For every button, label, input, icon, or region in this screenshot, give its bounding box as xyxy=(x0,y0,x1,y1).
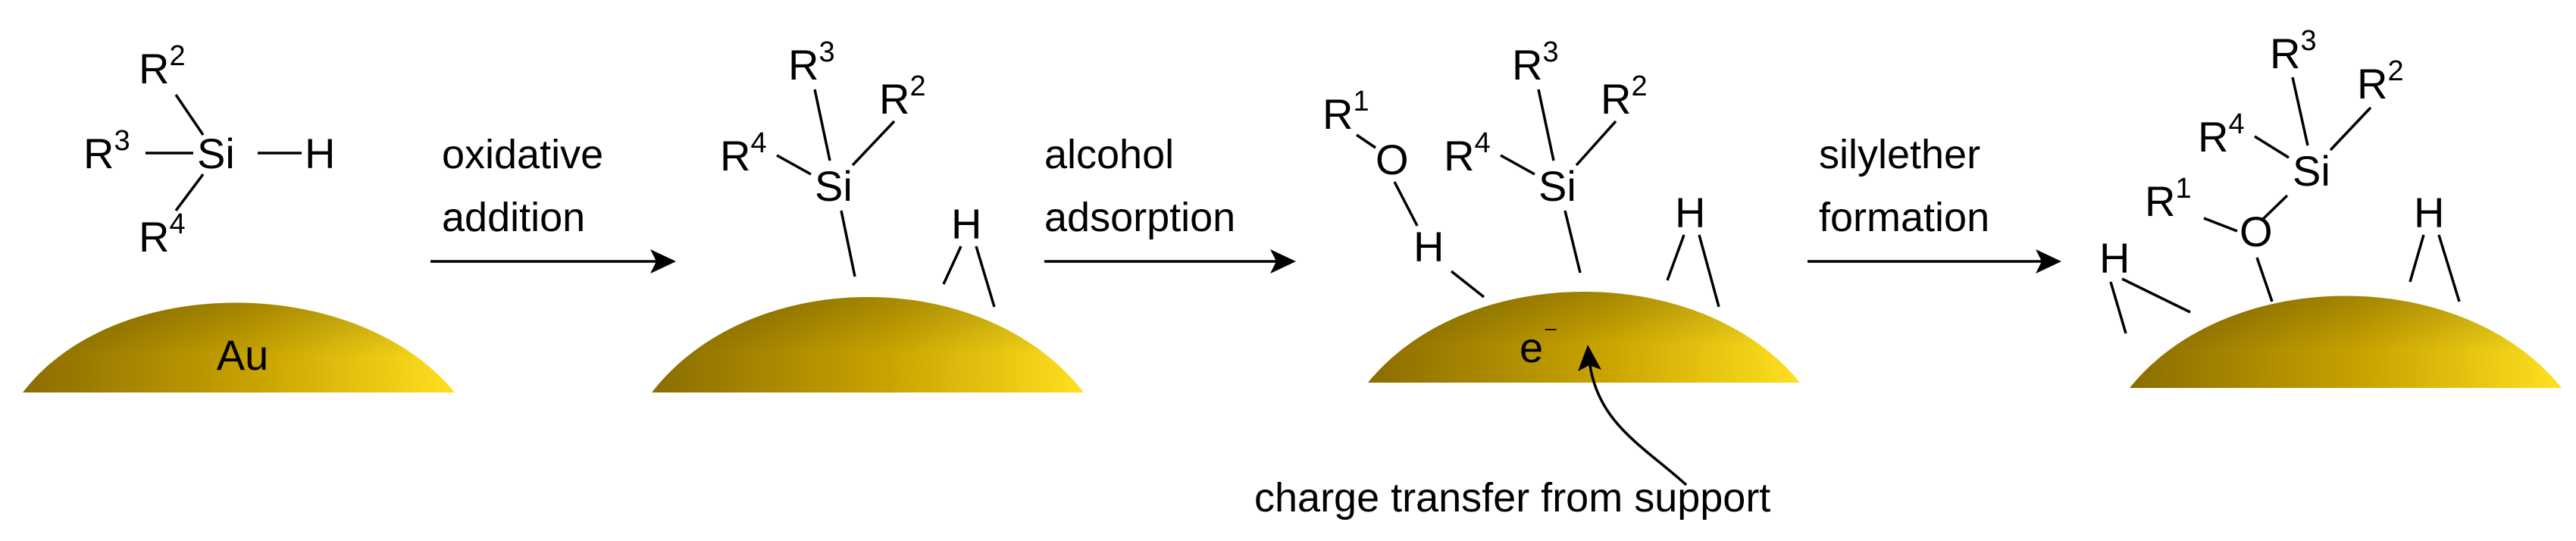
svg-text:R3: R3 xyxy=(83,125,130,177)
silylether-product: R3 R2 R4 Si R1 O H H xyxy=(2099,25,2461,334)
svg-text:addition: addition xyxy=(442,195,585,240)
svg-text:H: H xyxy=(1675,189,1705,236)
svg-text:formation: formation xyxy=(1819,195,1989,240)
electron-label: e⁻ xyxy=(1520,319,1558,371)
step-silylether-formation: silylether formation xyxy=(1808,132,2061,274)
svg-text:silylether: silylether xyxy=(1819,132,1980,177)
svg-text:Si: Si xyxy=(2293,147,2330,195)
svg-text:R2: R2 xyxy=(2357,55,2404,108)
charge-transfer-note: charge transfer from support xyxy=(1254,475,1770,521)
step-oxidative-addition: oxidative addition xyxy=(430,132,676,274)
svg-text:R2: R2 xyxy=(879,70,926,123)
svg-text:Si: Si xyxy=(815,162,853,210)
gold-label: Au xyxy=(217,331,269,379)
svg-text:O: O xyxy=(1376,136,1409,183)
adsorbed-silyl: R3 R2 R4 Si H xyxy=(720,36,996,308)
svg-text:Si: Si xyxy=(1538,162,1576,210)
svg-text:R4: R4 xyxy=(1444,127,1491,180)
svg-text:H: H xyxy=(1413,223,1444,270)
gold-surface-4 xyxy=(2130,296,2562,388)
svg-text:R1: R1 xyxy=(1322,86,1369,138)
svg-text:R4: R4 xyxy=(2198,108,2245,161)
svg-text:H: H xyxy=(305,130,335,177)
svg-text:R2: R2 xyxy=(1601,70,1648,123)
svg-text:R2: R2 xyxy=(139,40,186,92)
silane-molecule: R2 R3 Si H R4 xyxy=(83,40,335,261)
svg-text:adsorption: adsorption xyxy=(1044,195,1235,240)
svg-text:H: H xyxy=(2414,189,2444,236)
svg-text:R4: R4 xyxy=(720,127,767,180)
svg-text:R3: R3 xyxy=(1512,36,1559,89)
svg-text:R1: R1 xyxy=(2145,173,2192,225)
svg-text:alcohol: alcohol xyxy=(1044,132,1174,177)
gold-surface-2 xyxy=(652,297,1084,392)
svg-text:R3: R3 xyxy=(788,36,835,89)
gold-surface-3 xyxy=(1368,292,1800,383)
svg-text:H: H xyxy=(951,200,981,248)
svg-text:oxidative: oxidative xyxy=(442,132,603,177)
svg-text:R3: R3 xyxy=(2270,25,2317,77)
charge-transfer-arrow xyxy=(1578,345,1688,486)
step-alcohol-adsorption: alcohol adsorption xyxy=(1044,132,1296,274)
svg-text:Si: Si xyxy=(197,130,235,177)
svg-text:R4: R4 xyxy=(139,208,186,261)
alcohol-adsorbed: R1 O H R3 R2 R4 Si H xyxy=(1322,36,1720,308)
svg-text:H: H xyxy=(2099,234,2130,282)
gold-surface-1 xyxy=(23,302,455,392)
